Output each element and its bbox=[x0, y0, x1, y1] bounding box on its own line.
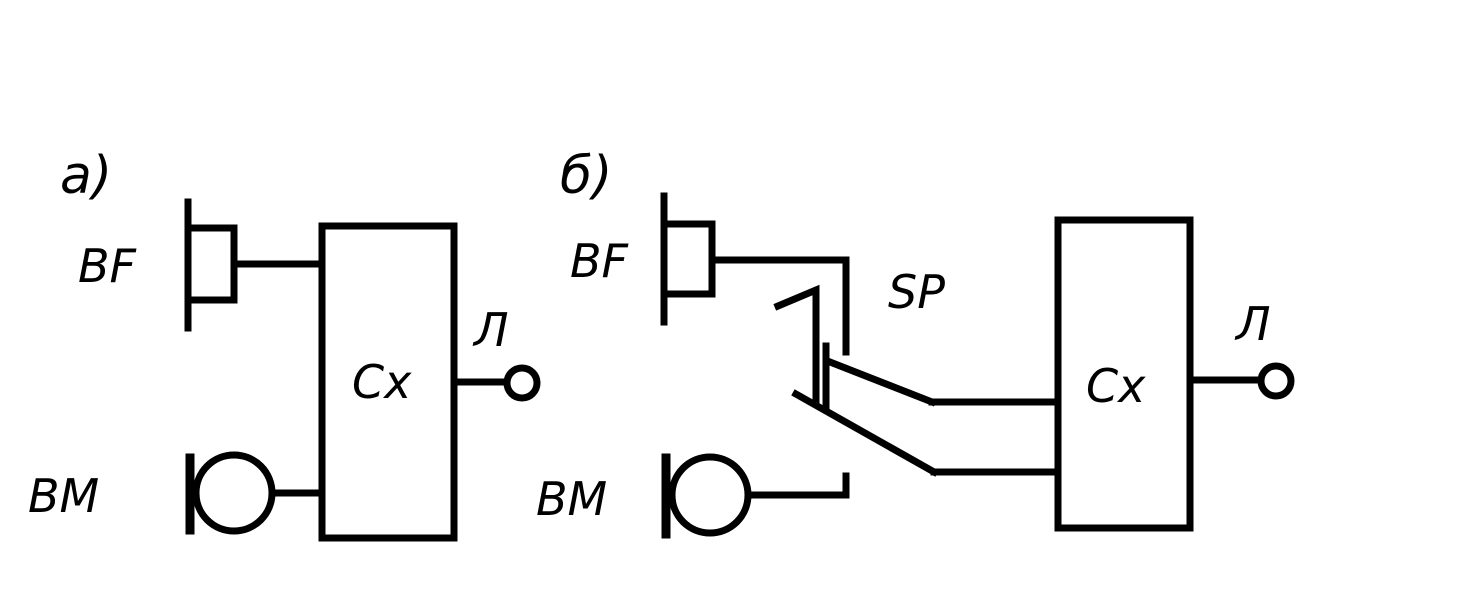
panel-a: a) BF Cx Л BM bbox=[28, 146, 541, 542]
panel-a-microphone-symbol bbox=[185, 451, 276, 535]
panel-b-switch-symbol bbox=[773, 284, 939, 477]
panel-b-earpiece-wire bbox=[708, 256, 850, 356]
panel-a-line-terminal bbox=[503, 364, 541, 402]
panel-a-circuit-label: Cx bbox=[352, 355, 412, 409]
panel-a-earpiece-label: BF bbox=[78, 239, 137, 293]
panel-b-microphone-symbol bbox=[661, 453, 752, 539]
panel-b-line-terminal bbox=[1257, 362, 1295, 400]
panel-a-microphone-label: BM bbox=[28, 469, 99, 523]
panel-b-switch-label: SP bbox=[888, 265, 945, 319]
panel-b-earpiece-label: BF bbox=[570, 234, 629, 288]
panel-b-tag: б) bbox=[560, 146, 612, 206]
panel-a-line-label: Л bbox=[472, 303, 509, 357]
panel-a-earpiece-symbol bbox=[184, 198, 238, 332]
panel-b: б) BF SP Cx Л BM bbox=[536, 146, 1295, 539]
panel-b-circuit-label: Cx bbox=[1086, 359, 1146, 413]
panel-b-line-label: Л bbox=[1234, 297, 1271, 351]
panel-a-tag: a) bbox=[60, 146, 112, 206]
panel-b-microphone-wire bbox=[744, 472, 850, 499]
panel-b-earpiece-symbol bbox=[660, 192, 716, 326]
panel-b-circuit-box bbox=[1054, 216, 1194, 532]
panel-b-microphone-label: BM bbox=[536, 472, 607, 526]
